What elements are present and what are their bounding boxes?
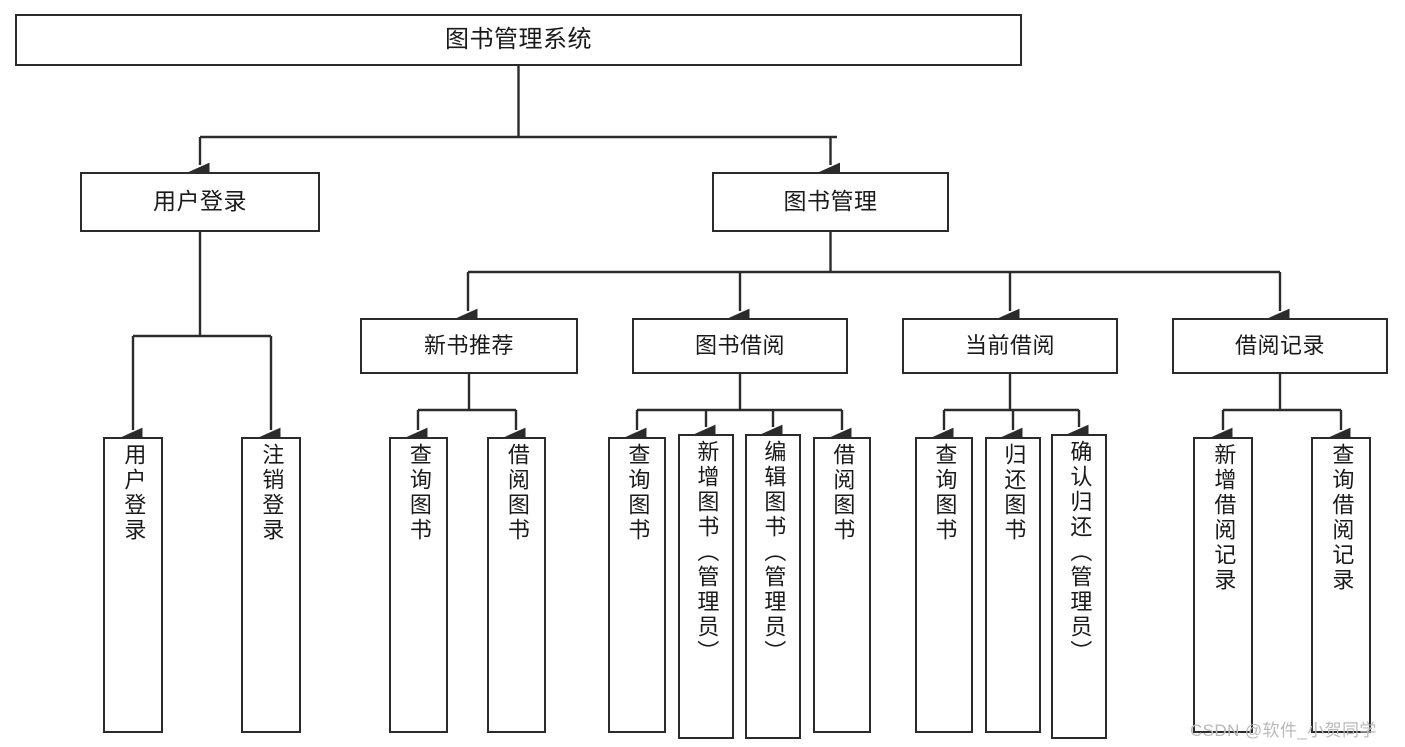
node-borrow[interactable]: 图书借阅 (632, 318, 848, 374)
node-label-l10: 归还图书 (1001, 443, 1027, 543)
node-label-newbook: 新书推荐 (423, 332, 514, 358)
node-l10[interactable]: 归还图书 (985, 437, 1041, 733)
node-label-bookmgmt: 图书管理 (783, 188, 878, 215)
node-label-records: 借阅记录 (1234, 332, 1325, 358)
node-newbook[interactable]: 新书推荐 (360, 318, 578, 374)
node-l11[interactable]: 确认归还（管理员） (1051, 434, 1107, 739)
node-label-l12: 新增借阅记录 (1211, 443, 1237, 593)
node-label-l5: 查询图书 (625, 443, 651, 543)
node-label-login: 用户登录 (153, 188, 247, 215)
node-l7[interactable]: 编辑图书（管理员） (745, 434, 801, 739)
csdn-watermark: CSDN @软件_小贺同学 (1190, 721, 1377, 740)
node-label-l9: 查询图书 (932, 443, 958, 543)
node-label-l6: 新增图书（管理员） (694, 440, 720, 665)
node-label-l8: 借阅图书 (830, 443, 856, 543)
node-label-borrow: 图书借阅 (694, 332, 785, 358)
node-l8[interactable]: 借阅图书 (813, 437, 871, 733)
node-label-l2: 注销登录 (259, 443, 285, 543)
node-l2[interactable]: 注销登录 (241, 437, 301, 733)
node-records[interactable]: 借阅记录 (1172, 318, 1388, 374)
node-label-current: 当前借阅 (964, 332, 1055, 358)
node-l9[interactable]: 查询图书 (915, 437, 973, 733)
node-label-l4: 借阅图书 (504, 443, 530, 543)
node-root[interactable]: 图书管理系统 (15, 14, 1022, 66)
node-label-l3: 查询图书 (406, 443, 432, 543)
node-l4[interactable]: 借阅图书 (487, 437, 546, 733)
node-label-root: 图书管理系统 (445, 25, 592, 53)
node-label-l1: 用户登录 (121, 443, 147, 543)
node-l12[interactable]: 新增借阅记录 (1193, 437, 1253, 733)
node-l6[interactable]: 新增图书（管理员） (678, 434, 734, 739)
node-l13[interactable]: 查询借阅记录 (1311, 437, 1371, 733)
node-bookmgmt[interactable]: 图书管理 (712, 172, 949, 232)
connector-group (121, 66, 1351, 447)
node-label-l13: 查询借阅记录 (1329, 443, 1355, 593)
node-current[interactable]: 当前借阅 (902, 318, 1118, 374)
node-login[interactable]: 用户登录 (80, 172, 320, 232)
node-l3[interactable]: 查询图书 (389, 437, 448, 733)
node-label-l11: 确认归还（管理员） (1067, 440, 1093, 665)
node-l1[interactable]: 用户登录 (103, 437, 163, 733)
node-label-l7: 编辑图书（管理员） (761, 440, 787, 665)
node-l5[interactable]: 查询图书 (608, 437, 666, 733)
